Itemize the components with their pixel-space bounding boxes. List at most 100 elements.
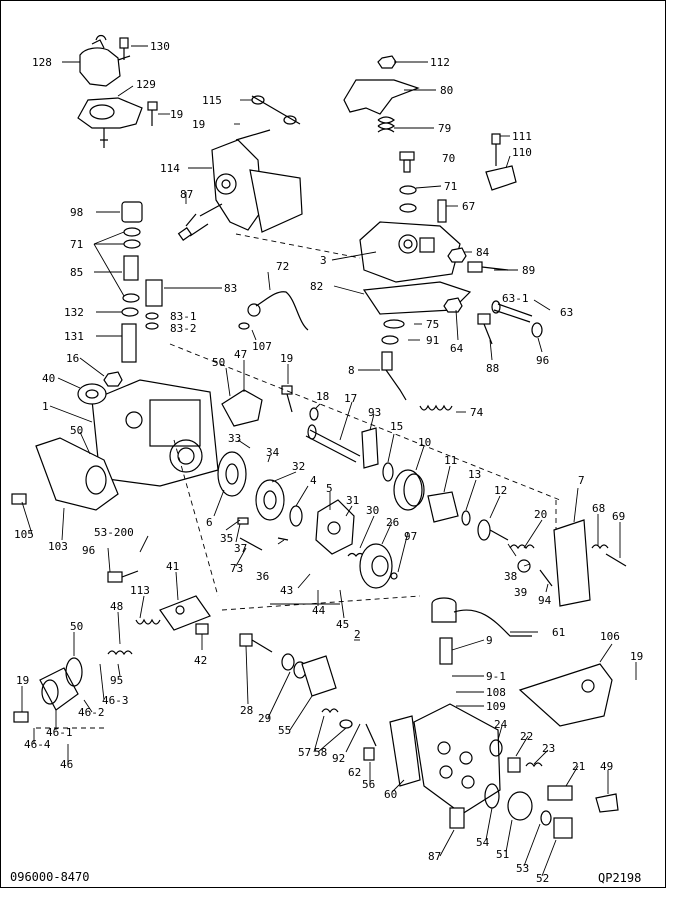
- part-62-screw: [365, 723, 377, 747]
- part-18-key: [309, 407, 319, 421]
- callout-32: 32: [292, 460, 305, 473]
- callout-83: 83: [224, 282, 237, 295]
- callout-46-1: 46-1: [46, 726, 73, 739]
- callout-30: 30: [366, 504, 379, 517]
- callout-109: 109: [486, 700, 506, 713]
- part-91-washer: [381, 335, 399, 345]
- part-94-bolt: [539, 569, 553, 587]
- part-53-washer: [540, 810, 552, 826]
- part-7-bracket: [553, 519, 591, 607]
- part-63-adjust-screw: [491, 300, 533, 323]
- callout-6: 6: [206, 516, 213, 529]
- callout-11: 11: [444, 454, 457, 467]
- part-41-timer-piston: [159, 595, 211, 631]
- callout-13: 13: [468, 468, 481, 481]
- callout-24: 24: [494, 718, 508, 731]
- callout-89: 89: [522, 264, 535, 277]
- part-79-spring: [377, 116, 396, 133]
- callout-2: 2: [354, 628, 361, 641]
- callout-92: 92: [332, 752, 345, 765]
- callout-88: 88: [486, 362, 499, 375]
- callout-58: 58: [314, 746, 327, 759]
- part-70-plug: [399, 151, 415, 173]
- part-47-plate: [221, 389, 263, 427]
- part-42-plug: [195, 623, 209, 635]
- part-2-distributor-head: [413, 703, 501, 815]
- callout-9-1: 9-1: [486, 670, 506, 683]
- part-30-spring: [347, 552, 365, 557]
- callout-35: 35: [220, 532, 233, 545]
- part-28-bolt: [239, 633, 273, 653]
- part-132-oring: [121, 307, 139, 317]
- callout-49: 49: [600, 760, 613, 773]
- callout-31: 31: [346, 494, 359, 507]
- callout-45: 45: [336, 618, 349, 631]
- callout-112: 112: [430, 56, 450, 69]
- callout-46: 46: [60, 758, 73, 771]
- part-115-link-rod: [235, 95, 301, 141]
- part-68-spring: [591, 544, 609, 550]
- part-6-liner: [217, 451, 247, 497]
- part-16-plug: [103, 371, 123, 387]
- callout-67: 67: [462, 200, 475, 213]
- part-52-fitting: [553, 817, 573, 839]
- part-1-pump-housing: [91, 379, 219, 487]
- part-8-lever: [381, 351, 407, 401]
- callout-107: 107: [252, 340, 272, 353]
- part-19-bolt-left: [13, 711, 29, 723]
- part-131-sleeve: [121, 323, 137, 363]
- part-87-screw-top: [177, 213, 197, 241]
- part-23-spring: [525, 762, 543, 768]
- part-88-bolt: [477, 313, 493, 345]
- part-130-bolt: [119, 37, 129, 60]
- callout-97: 97: [404, 530, 417, 543]
- callout-98: 98: [70, 206, 83, 219]
- part-107-clip: [238, 322, 250, 330]
- callout-75: 75: [426, 318, 439, 331]
- callout-113: 113: [130, 584, 150, 597]
- part-50-solenoid-left: [35, 437, 119, 511]
- part-55-plate: [301, 655, 337, 697]
- callout-19-d: 19: [630, 650, 643, 663]
- callout-19-e: 19: [16, 674, 29, 687]
- callout-51: 51: [496, 848, 509, 861]
- callout-69: 69: [612, 510, 625, 523]
- callout-21: 21: [572, 760, 585, 773]
- callout-128: 128: [32, 56, 52, 69]
- callout-87-a: 87: [180, 188, 193, 201]
- callout-130: 130: [150, 40, 170, 53]
- callout-68: 68: [592, 502, 605, 515]
- part-129-bracket: [77, 97, 143, 148]
- callout-28: 28: [240, 704, 253, 717]
- part-13-washer: [461, 510, 471, 526]
- callout-5: 5: [326, 482, 333, 495]
- callout-64: 64: [450, 342, 464, 355]
- figure-code: QP2198: [598, 871, 642, 885]
- callout-60: 60: [384, 788, 397, 801]
- part-82-gasket: [362, 281, 472, 315]
- part-49-clip: [595, 793, 619, 813]
- callout-74: 74: [470, 406, 484, 419]
- part-51-holder: [507, 791, 533, 821]
- callout-91: 91: [426, 334, 439, 347]
- part-57-spring: [321, 708, 339, 714]
- part-19-bolt-mid: [281, 385, 293, 413]
- callout-46-4: 46-4: [24, 738, 51, 751]
- callout-106: 106: [600, 630, 620, 643]
- callout-80: 80: [440, 84, 453, 97]
- part-39-nut: [517, 559, 531, 573]
- callout-44: 44: [312, 604, 326, 617]
- callout-63-1: 63-1: [502, 292, 529, 305]
- part-106-bracket: [518, 663, 613, 727]
- part-24-fitting: [489, 739, 503, 757]
- part-64-nut: [443, 297, 463, 313]
- callout-46-3: 46-3: [102, 694, 129, 707]
- part-93-plate: [361, 427, 379, 469]
- callout-50-c: 50: [70, 620, 83, 633]
- callout-72: 72: [276, 260, 289, 273]
- callout-46-2: 46-2: [78, 706, 105, 719]
- leader-lines: [21, 45, 637, 877]
- callout-95: 95: [110, 674, 123, 687]
